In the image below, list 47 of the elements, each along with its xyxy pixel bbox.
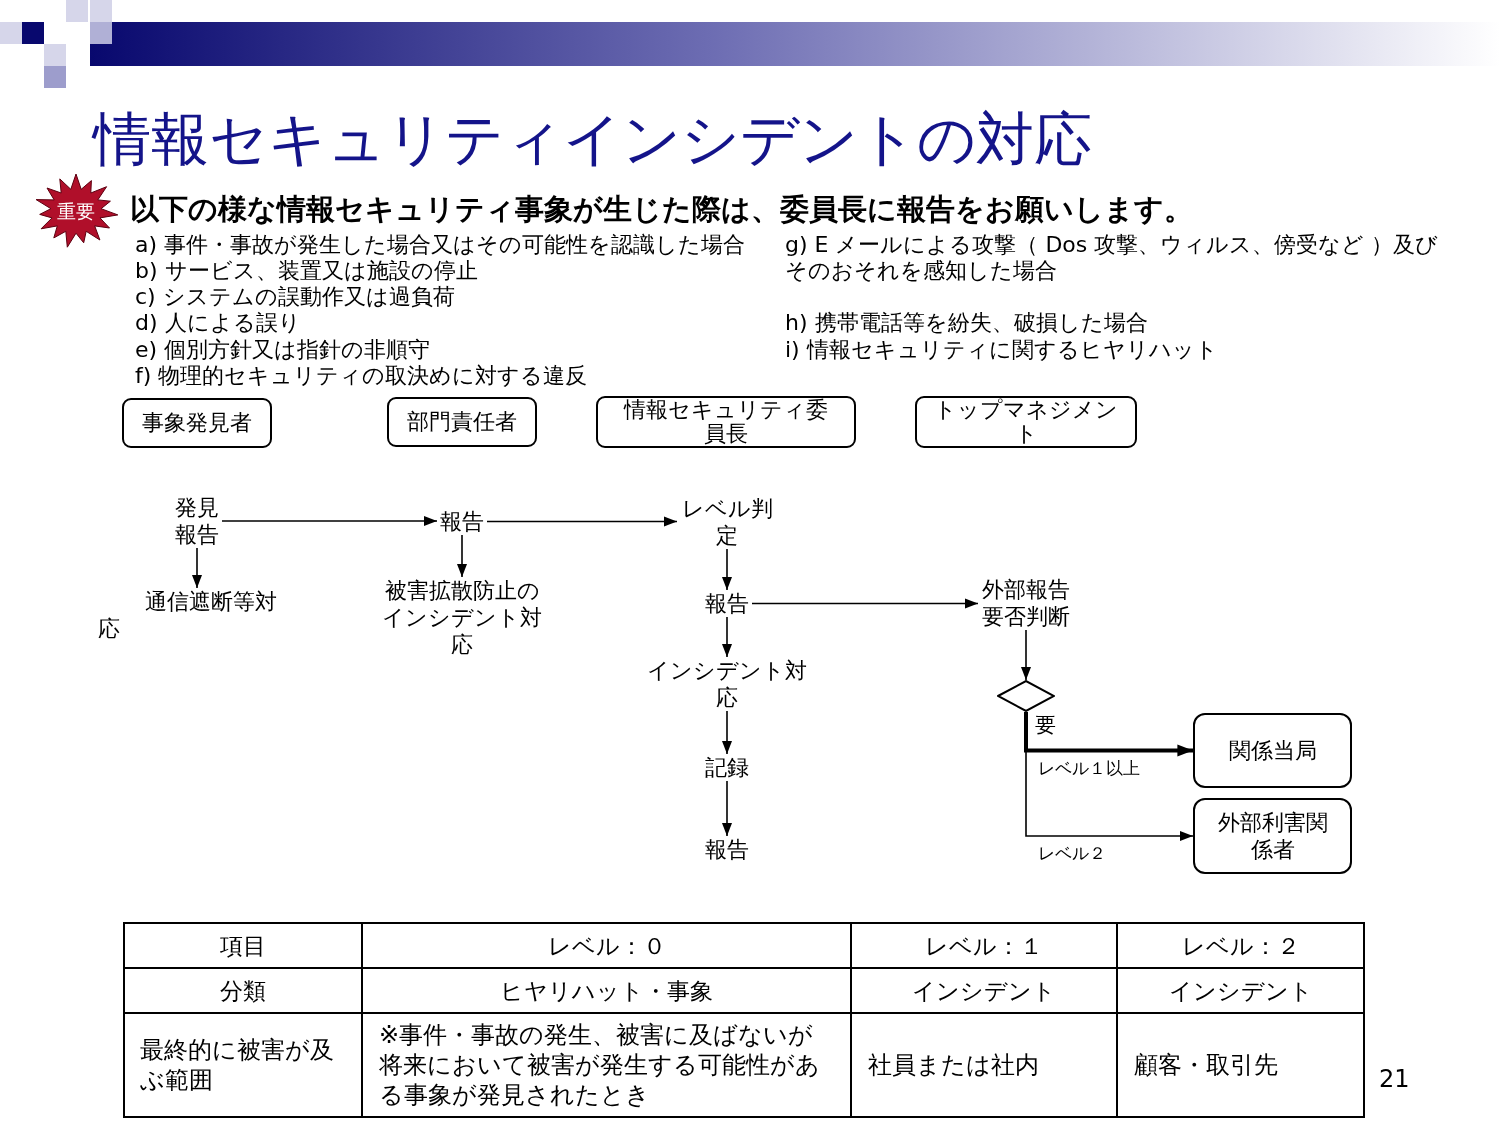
branch-label: 要 <box>1035 712 1056 738</box>
table-cell: 顧客・取引先 <box>1116 1012 1365 1118</box>
arrow <box>221 516 438 526</box>
process-box: 関係当局 <box>1193 713 1352 788</box>
arrow <box>1024 712 1193 757</box>
step-text: 通信遮断等対応 <box>98 588 295 642</box>
lane-header-box: トップマネジメント <box>915 396 1137 448</box>
arrow <box>486 516 678 527</box>
slide-title: 情報セキュリティインシデントの対応 <box>93 104 1092 174</box>
list-item: g) E メールによる攻撃（ Dos 攻撃、ウィルス、傍受など ）及びそのおそれを感知した場合 <box>785 232 1440 284</box>
arrow <box>722 780 732 837</box>
arrow <box>192 547 202 589</box>
list-item: h) 携帯電話等を紛失、破損した場合 <box>785 310 1148 336</box>
arrow <box>722 548 732 591</box>
process-box: 外部利害関係者 <box>1193 798 1352 874</box>
arrow <box>722 616 732 658</box>
notice-heading: 以下の様な情報セキュリティ事象が生じた際は、委員長に報告をお願いします。 <box>130 192 1194 226</box>
step-text: レベル判定 <box>677 495 777 549</box>
list-item: b) サービス、装置又は施設の停止 <box>135 258 478 284</box>
arrow <box>1025 711 1194 841</box>
list-item: a) 事件・事故が発生した場合又はその可能性を認識した場合 <box>135 232 746 258</box>
step-text: 報告 <box>702 590 752 617</box>
list-item: i) 情報セキュリティに関するヒヤリハット <box>785 337 1218 363</box>
arrow <box>751 598 979 609</box>
list-item: f) 物理的セキュリティの取決めに対する違反 <box>135 363 588 389</box>
arrow <box>722 710 732 755</box>
step-text: 外部報告要否判断 <box>978 576 1074 630</box>
arrow <box>457 534 467 578</box>
list-item: c) システムの誤動作又は過負荷 <box>135 284 455 310</box>
table-cell: 最終的に被害が及ぶ範囲 <box>123 1012 363 1118</box>
step-text: 報告 <box>702 836 752 863</box>
step-text: 記録 <box>702 754 752 781</box>
step-text: 被害拡散防止のインシデント対応 <box>377 577 547 658</box>
burst-badge: 重要 <box>33 173 119 249</box>
list-item: d) 人による誤り <box>135 310 301 336</box>
lane-header-box: 事象発見者 <box>122 398 272 448</box>
list-item: e) 個別方針又は指針の非順守 <box>135 337 431 363</box>
page-number: 21 <box>1379 1064 1410 1094</box>
step-text: インシデント対応 <box>642 657 812 711</box>
step-text: 報告 <box>437 508 487 535</box>
table-cell: レベル：２ <box>1116 922 1365 969</box>
decision-diamond <box>997 680 1055 712</box>
arrow <box>1021 629 1031 681</box>
table-cell: 項目 <box>123 922 363 969</box>
lane-header-box: 情報セキュリティ委員長 <box>596 396 856 448</box>
lane-header-box: 部門責任者 <box>387 397 537 447</box>
step-text: 発見報告 <box>172 494 222 548</box>
